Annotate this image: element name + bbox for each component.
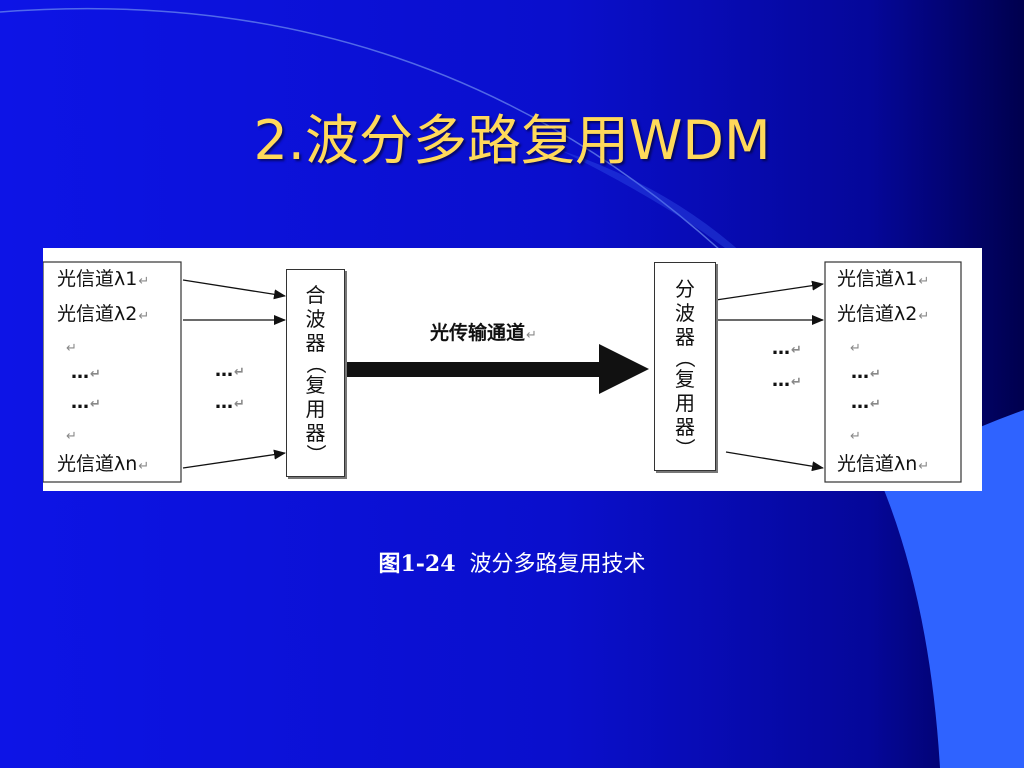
optical-channel-label: 光传输通道↵	[430, 322, 537, 344]
left-channel-2: 光信道λ2↵	[57, 303, 150, 325]
right-return-mark: ↵	[850, 341, 861, 356]
left-return-mark: ↵	[66, 341, 77, 356]
corner-shape	[880, 410, 1024, 768]
transmission-arrow-shaft	[345, 362, 600, 377]
right-channel-box	[824, 261, 962, 483]
left-channel-n: 光信道λn↵	[57, 453, 150, 475]
right-ellipsis-1: …↵	[851, 362, 881, 383]
wdm-diagram: 光信道λ1↵ 光信道λ2↵ ↵ …↵ …↵ ↵ 光信道λn↵ …↵ …↵ 合 波…	[43, 248, 982, 491]
output-arrow-n	[725, 451, 824, 472]
mid-right-ellipsis-2: …↵	[772, 370, 802, 391]
demultiplexer-box: 分 波 器 （ 复 用 器 ）	[654, 262, 716, 471]
input-arrow-1	[182, 279, 286, 300]
left-channel-1: 光信道λ1↵	[57, 268, 150, 290]
right-channel-1: 光信道λ1↵	[837, 268, 930, 290]
multiplexer-box: 合 波 器 （ 复 用 器 ）	[286, 269, 345, 477]
left-channel-box	[43, 261, 182, 483]
left-ellipsis-2: …↵	[71, 392, 101, 413]
background-arc	[0, 7, 721, 251]
right-channel-2: 光信道λ2↵	[837, 303, 930, 325]
left-return-mark: ↵	[66, 429, 77, 444]
slide-title: 2.波分多路复用WDM	[253, 109, 771, 172]
diagram-lines	[43, 261, 962, 483]
right-ellipsis-2: …↵	[851, 392, 881, 413]
output-arrow-1	[715, 280, 824, 301]
mid-right-ellipsis-1: …↵	[772, 338, 802, 359]
input-arrow-n	[182, 449, 286, 469]
figure-caption: 图1-24 波分多路复用技术	[378, 551, 646, 577]
left-ellipsis-1: …↵	[71, 362, 101, 383]
mid-left-ellipsis-2: …↵	[215, 392, 245, 413]
right-return-mark: ↵	[850, 429, 861, 444]
transmission-arrow-head	[599, 344, 649, 394]
right-channel-n: 光信道λn↵	[837, 453, 930, 475]
mid-left-ellipsis-1: …↵	[215, 360, 245, 381]
